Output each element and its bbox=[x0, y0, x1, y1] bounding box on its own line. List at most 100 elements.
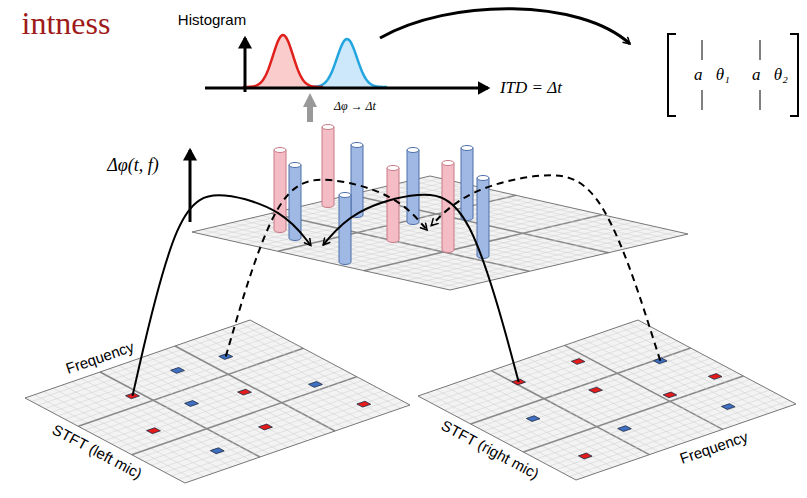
mapping-arrow bbox=[133, 195, 311, 396]
bar-body bbox=[339, 195, 351, 265]
grid-line bbox=[569, 401, 789, 477]
steering-matrix bbox=[668, 34, 798, 116]
tf-point bbox=[147, 428, 161, 434]
bar-body bbox=[289, 165, 301, 241]
grid-line bbox=[166, 349, 326, 434]
bar-top bbox=[461, 146, 473, 151]
histogram-peak bbox=[243, 35, 323, 87]
bar-top bbox=[477, 176, 489, 181]
vector-line bbox=[760, 90, 761, 110]
grid-line bbox=[550, 390, 770, 466]
phase-bar bbox=[351, 143, 363, 218]
grid-line bbox=[158, 391, 383, 469]
grid-line bbox=[517, 373, 737, 449]
plane-border bbox=[25, 320, 410, 483]
figure-label: Δφ(t, f) bbox=[107, 156, 159, 176]
mapping-arrow bbox=[431, 175, 660, 361]
histogram-peak bbox=[307, 39, 387, 87]
grid-line bbox=[592, 336, 750, 420]
phase-bar bbox=[289, 163, 301, 241]
grid-line bbox=[112, 366, 337, 444]
tf-point bbox=[589, 387, 603, 393]
grid-line bbox=[178, 401, 403, 479]
tf-point bbox=[171, 367, 185, 373]
tf-point bbox=[708, 374, 722, 380]
bar-body bbox=[387, 168, 399, 243]
bar-top bbox=[322, 125, 334, 130]
bar-body bbox=[274, 150, 286, 233]
grid-line bbox=[504, 366, 724, 442]
grid-line bbox=[611, 330, 769, 414]
grid-line bbox=[563, 397, 783, 473]
figure-label: Δφ → Δt bbox=[334, 100, 376, 113]
grid-line bbox=[484, 355, 704, 431]
grid-line bbox=[222, 330, 382, 415]
bin-line bbox=[175, 346, 335, 431]
bar-body bbox=[351, 145, 363, 218]
tf-point bbox=[578, 453, 592, 459]
grid-plane bbox=[192, 176, 688, 290]
grid-line bbox=[147, 356, 307, 441]
grid-line bbox=[537, 355, 695, 439]
phase-bar bbox=[322, 125, 334, 208]
phase-bar bbox=[461, 146, 473, 221]
tf-point bbox=[357, 401, 371, 407]
grid-line bbox=[556, 394, 776, 470]
bar-body bbox=[322, 127, 334, 208]
tf-point bbox=[663, 392, 677, 398]
plane-fill bbox=[192, 176, 688, 290]
histogram bbox=[205, 9, 630, 122]
grid-line bbox=[152, 387, 377, 465]
phase-bars bbox=[274, 125, 489, 265]
tf-point bbox=[210, 448, 224, 454]
grid-line bbox=[145, 384, 370, 462]
mapping-arrows bbox=[133, 175, 661, 396]
grid-line bbox=[620, 326, 778, 410]
grid-line bbox=[105, 363, 330, 441]
bar-top bbox=[407, 148, 419, 153]
tf-point bbox=[571, 359, 585, 365]
bar-top bbox=[274, 148, 286, 153]
grid-line bbox=[203, 336, 363, 421]
plane-border bbox=[192, 176, 688, 290]
grid-plane bbox=[418, 320, 796, 480]
tf-point bbox=[185, 401, 199, 407]
figure-label: a⃗θ₁ bbox=[694, 66, 730, 85]
tf-point bbox=[618, 426, 632, 432]
slide-title: intness bbox=[22, 6, 111, 41]
phase-bar bbox=[387, 166, 399, 243]
grid-line bbox=[574, 342, 732, 426]
bar-top bbox=[387, 166, 399, 171]
figure-label: Histogram bbox=[178, 12, 246, 29]
plane-border bbox=[418, 320, 796, 480]
phase-bar bbox=[339, 193, 351, 265]
grid-line bbox=[497, 362, 717, 438]
grid-line bbox=[429, 229, 667, 285]
vector-line bbox=[702, 40, 703, 60]
bar-top bbox=[289, 163, 301, 168]
vector-line bbox=[702, 90, 703, 110]
grid-line bbox=[172, 398, 397, 476]
tf-point bbox=[309, 381, 323, 387]
phase-bar bbox=[274, 148, 286, 233]
grid-line bbox=[156, 353, 316, 438]
itd-axis bbox=[205, 87, 488, 90]
grid-line bbox=[601, 333, 759, 417]
left-bracket bbox=[668, 34, 676, 116]
grid-line bbox=[241, 323, 401, 408]
bar-body bbox=[442, 163, 454, 253]
to-matrix-arrow bbox=[380, 9, 630, 44]
grid-line bbox=[213, 333, 373, 418]
grid-line bbox=[420, 178, 678, 236]
grid-line bbox=[583, 339, 741, 423]
grid-line bbox=[184, 343, 344, 428]
plane-fill bbox=[25, 320, 410, 483]
right-bracket bbox=[790, 34, 798, 116]
grid-line bbox=[138, 380, 363, 458]
bar-body bbox=[407, 150, 419, 225]
grid-line bbox=[400, 183, 658, 241]
bin-line bbox=[132, 377, 357, 455]
grid-line bbox=[194, 340, 354, 425]
